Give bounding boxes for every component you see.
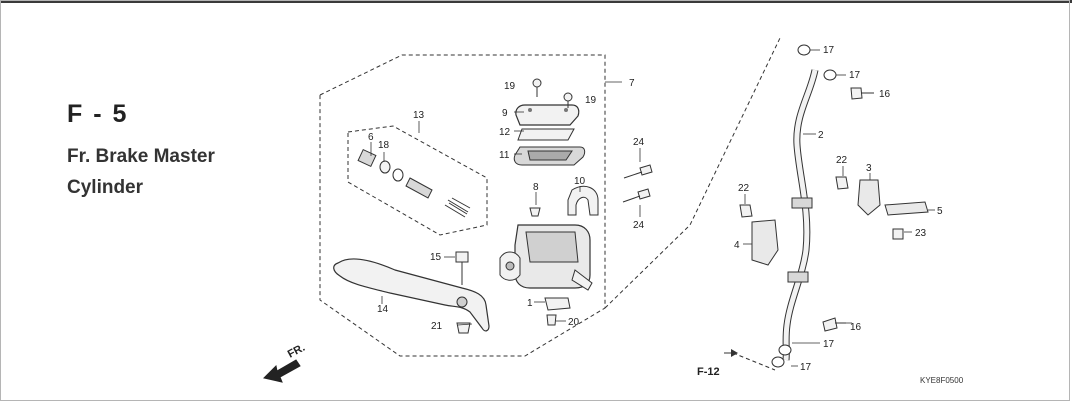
top-rule: [0, 0, 1072, 3]
callout-22a: 22: [836, 155, 848, 166]
master-cylinder-body: [499, 224, 593, 291]
callout-9: 9: [502, 108, 508, 119]
callout-22b: 22: [738, 183, 750, 194]
callout-10: 10: [574, 176, 586, 187]
reference-code-label: F-12: [697, 366, 720, 378]
callout-21: 21: [431, 321, 443, 332]
figure-code: KYE8F0500: [920, 376, 964, 385]
callout-13: 13: [413, 110, 425, 121]
section-title-line2: Cylinder: [67, 177, 144, 198]
brake-lever-part: [333, 258, 490, 332]
callout-24b: 24: [633, 220, 645, 231]
callout-3: 3: [866, 163, 872, 174]
assembly-7-boundary: [319, 54, 606, 357]
section-title-line1: Fr. Brake Master: [67, 146, 215, 167]
section-code: F - 5: [67, 100, 129, 128]
callout-14: 14: [377, 304, 389, 315]
callout-18: 18: [378, 140, 390, 151]
callout-16a: 16: [879, 89, 891, 100]
brake-hose: [782, 69, 819, 361]
callout-17a: 17: [823, 45, 835, 56]
hose-brackets: [751, 179, 929, 266]
callout-16b: 16: [850, 322, 862, 333]
reservoir-cap-stack: [513, 104, 586, 166]
callout-20: 20: [568, 317, 580, 328]
callout-6: 6: [368, 132, 374, 143]
small-bolts: [455, 78, 904, 334]
callout-17b: 17: [849, 70, 861, 81]
callout-17c: 17: [823, 339, 835, 350]
callout-4: 4: [734, 240, 740, 251]
master-cylinder-holder: [567, 185, 599, 216]
callout-24a: 24: [633, 137, 645, 148]
callout-7: 7: [629, 78, 635, 89]
callout-19a: 19: [504, 81, 516, 92]
callout-19b: 19: [585, 95, 597, 106]
dashed-leader-f12: [732, 352, 776, 371]
direction-label: FR.: [286, 342, 307, 361]
callout-15: 15: [430, 252, 442, 263]
callout-17d: 17: [800, 362, 812, 373]
callout-23: 23: [915, 228, 927, 239]
callout-12: 12: [499, 127, 511, 138]
callout-1: 1: [527, 298, 533, 309]
f12-reference-arrow: [724, 349, 738, 357]
callout-5: 5: [937, 206, 943, 217]
callout-8: 8: [533, 182, 539, 193]
callout-leaders: [370, 49, 935, 367]
piston-set-parts: [357, 148, 471, 218]
callout-2: 2: [818, 130, 824, 141]
front-direction-arrow: [263, 359, 301, 383]
assembly-13-boundary: [347, 125, 488, 236]
callout-11: 11: [499, 150, 510, 161]
